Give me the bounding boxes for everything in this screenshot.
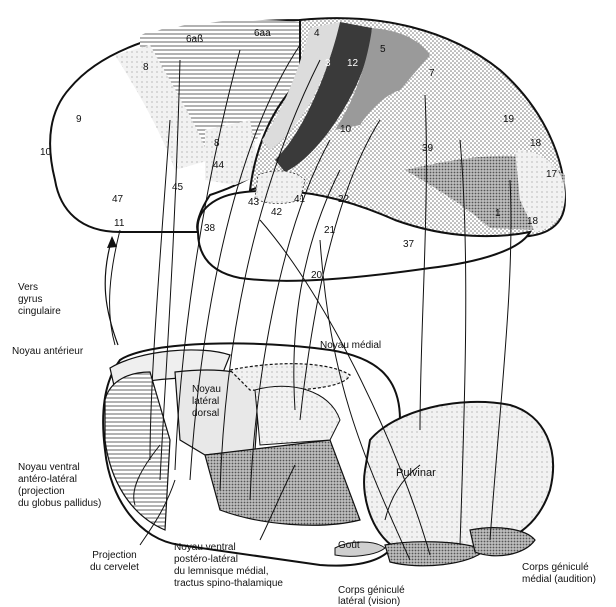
area-8a: 8 (143, 62, 149, 73)
area-4: 4 (314, 28, 320, 39)
area-12: 12 (347, 58, 359, 69)
area-22: 22 (338, 194, 350, 205)
area-19: 19 (503, 114, 515, 125)
area-8b: 8 (214, 138, 220, 149)
area-9: 9 (76, 114, 82, 125)
area-41: 41 (294, 194, 306, 205)
area-44: 44 (213, 160, 225, 171)
area-5: 5 (380, 44, 386, 55)
area-10-frontal: 10 (40, 147, 52, 158)
area-21: 21 (324, 225, 336, 236)
area-11-occipital: 1 (495, 208, 501, 219)
pulvinar-shape (364, 402, 553, 550)
area-6ab: 6aß (186, 34, 203, 45)
area-18-lower: 18 (527, 216, 539, 227)
label-projection-cervelet: Projection du cervelet (90, 550, 139, 574)
area-18-upper: 18 (530, 138, 542, 149)
thalamus (103, 343, 553, 565)
area-39: 39 (422, 143, 434, 154)
label-pulvinar: Pulvinar (396, 467, 436, 479)
label-corps-genicule-lateral: Corps géniculé latéral (vision) (338, 585, 405, 607)
medial-geniculate-shape (470, 528, 535, 556)
label-noyau-ventral-posterolateral: Noyau ventral postéro-latéral du lemnisq… (174, 542, 283, 590)
area-10-parietal: 10 (340, 124, 352, 135)
label-noyau-medial: Noyau médial (320, 340, 381, 352)
area-37: 37 (403, 239, 415, 250)
area-42: 42 (271, 207, 283, 218)
area-43: 43 (248, 197, 260, 208)
cortex-hemisphere (50, 18, 565, 281)
area-20: 20 (311, 270, 323, 281)
area-3: 3 (325, 58, 331, 69)
area-17: 17 (546, 169, 558, 180)
area-45: 45 (172, 182, 184, 193)
area-11-frontal: 11 (114, 218, 125, 229)
label-corps-genicule-medial: Corps géniculé médial (audition) (522, 562, 596, 586)
label-vers-gyrus: Vers gyrus cingulaire (18, 282, 61, 318)
label-noyau-lateral-dorsal: Noyau latéral dorsal (192, 384, 221, 420)
area-38: 38 (204, 223, 216, 234)
area-7: 7 (429, 68, 435, 79)
label-noyau-ventral-anterolateral: Noyau ventral antéro-latéral (projection… (18, 462, 101, 510)
label-gout: Goût (338, 540, 360, 552)
area-6aa: 6aa (254, 28, 271, 39)
label-noyau-anterieur: Noyau antérieur (12, 346, 83, 358)
area-47: 47 (112, 194, 124, 205)
lateral-geniculate-shape (385, 542, 485, 566)
